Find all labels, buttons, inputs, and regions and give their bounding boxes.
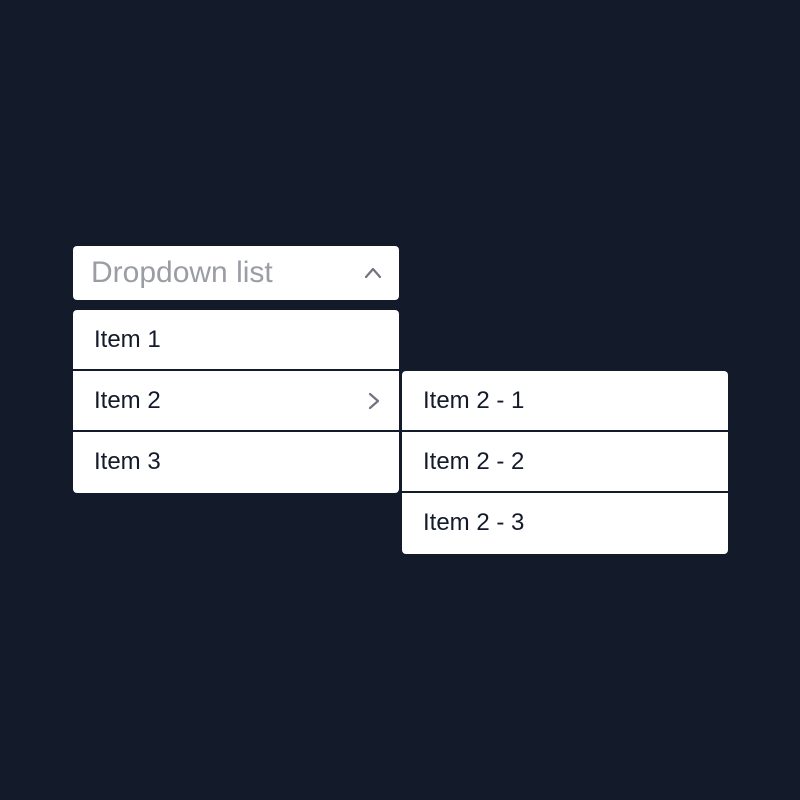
menu-item-label: Item 1 xyxy=(94,326,161,353)
submenu-item-label: Item 2 - 3 xyxy=(423,509,525,536)
menu-item-3[interactable]: Item 3 xyxy=(73,432,399,493)
submenu-item-2-2[interactable]: Item 2 - 2 xyxy=(402,432,728,493)
submenu: Item 2 - 1 Item 2 - 2 Item 2 - 3 xyxy=(402,371,728,554)
dropdown-toggle[interactable]: Dropdown list xyxy=(73,246,399,300)
chevron-up-icon xyxy=(364,267,382,279)
menu-item-label: Item 3 xyxy=(94,448,161,475)
submenu-item-2-3[interactable]: Item 2 - 3 xyxy=(402,493,728,554)
dropdown-label: Dropdown list xyxy=(91,256,273,289)
submenu-item-label: Item 2 - 1 xyxy=(423,387,525,414)
dropdown-menu: Item 1 Item 2 Item 3 xyxy=(73,310,399,493)
menu-item-1[interactable]: Item 1 xyxy=(73,310,399,371)
submenu-item-2-1[interactable]: Item 2 - 1 xyxy=(402,371,728,432)
chevron-right-icon xyxy=(368,392,380,410)
menu-item-label: Item 2 xyxy=(94,387,161,414)
submenu-item-label: Item 2 - 2 xyxy=(423,448,525,475)
menu-item-2[interactable]: Item 2 xyxy=(73,371,399,432)
